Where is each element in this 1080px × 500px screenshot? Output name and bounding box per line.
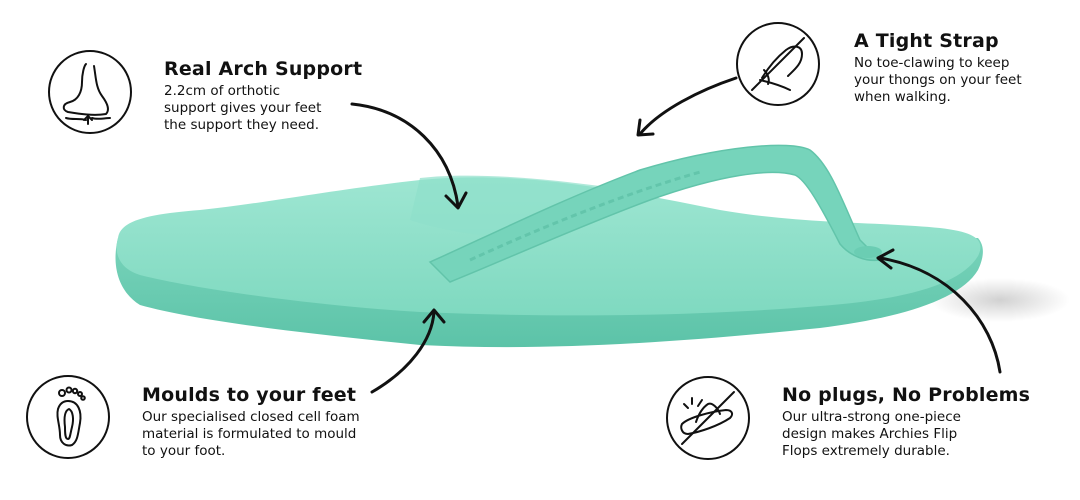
arrow-arch-head bbox=[444, 191, 468, 210]
feature-no-plugs: No plugs, No Problems Our ultra-strong o… bbox=[782, 384, 1030, 460]
tight-strap-line-1: No toe-clawing to keep bbox=[854, 55, 1010, 71]
no-plugs-badge bbox=[666, 376, 750, 460]
no-plugs-title: No plugs, No Problems bbox=[782, 384, 1031, 406]
no-toe-claw-icon bbox=[751, 37, 805, 91]
arrow-moulds bbox=[370, 310, 436, 394]
feature-arch-support: Real Arch Support 2.2cm of orthotic supp… bbox=[164, 58, 362, 134]
strap-emboss bbox=[469, 170, 701, 262]
moulds-line-3: to your foot. bbox=[142, 443, 226, 459]
moulds-line-1: Our specialised closed cell foam bbox=[142, 409, 360, 425]
arrow-arch bbox=[350, 102, 460, 208]
moulds-line-2: material is formulated to mould bbox=[142, 426, 357, 442]
tight-strap-title: A Tight Strap bbox=[854, 30, 999, 52]
arrow-moulds-head bbox=[422, 308, 446, 324]
moulds-title: Moulds to your feet bbox=[142, 384, 357, 406]
no-plugs-line-3: Flops extremely durable. bbox=[782, 443, 950, 459]
arch-support-badge bbox=[48, 50, 132, 134]
arrow-strap bbox=[638, 76, 738, 136]
moulds-badge bbox=[26, 375, 110, 459]
no-plugs-line-2: design makes Archies Flip bbox=[782, 426, 958, 442]
feature-tight-strap: A Tight Strap No toe-clawing to keep you… bbox=[854, 30, 1022, 106]
sandal-strap bbox=[428, 144, 882, 283]
foot-arch-icon bbox=[62, 63, 111, 125]
arch-ridge bbox=[410, 175, 600, 240]
arrow-plugs bbox=[878, 256, 1002, 374]
arrow-plugs-head bbox=[876, 248, 895, 270]
sandal-shadow bbox=[930, 278, 1070, 322]
footprint-icon bbox=[56, 386, 86, 447]
no-plug-icon bbox=[680, 391, 735, 445]
no-plugs-line-1: Our ultra-strong one-piece bbox=[782, 409, 961, 425]
arch-support-line-1: 2.2cm of orthotic bbox=[164, 83, 281, 99]
arch-support-line-2: support gives your feet bbox=[164, 100, 322, 116]
tight-strap-line-2: your thongs on your feet bbox=[854, 72, 1022, 88]
arch-support-title: Real Arch Support bbox=[164, 58, 363, 80]
sandal-sole-top bbox=[116, 177, 981, 316]
tight-strap-line-3: when walking. bbox=[854, 89, 951, 105]
tight-strap-badge bbox=[736, 22, 820, 106]
arch-support-line-3: the support they need. bbox=[164, 117, 320, 133]
arrow-strap-head bbox=[636, 118, 655, 137]
feature-moulds: Moulds to your feet Our specialised clos… bbox=[142, 384, 360, 460]
toe-post bbox=[854, 246, 882, 258]
